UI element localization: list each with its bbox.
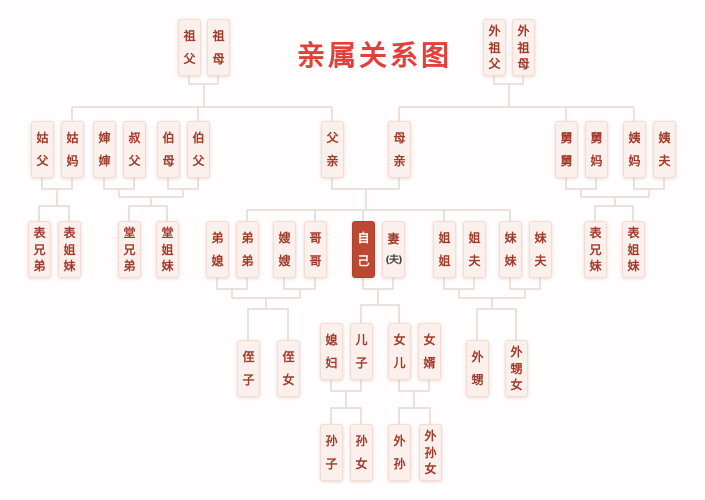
node-waizumu: 外祖母 xyxy=(512,19,535,76)
node-shenshen: 婶婶 xyxy=(93,121,116,178)
node-shufu: 叔父 xyxy=(123,121,146,178)
node-saosao: 嫂嫂 xyxy=(273,221,296,278)
node-sunzi: 孙子 xyxy=(320,424,343,481)
node-gege: 哥哥 xyxy=(304,221,327,278)
node-biaoxiongdi-left: 表兄弟 xyxy=(28,221,51,278)
node-zumu: 祖母 xyxy=(207,19,230,76)
node-ziji: 自己 xyxy=(352,221,375,278)
node-biaojiemei-right: 表姐妹 xyxy=(622,221,645,278)
node-yifu: 姨夫 xyxy=(653,121,676,178)
node-yima: 姨妈 xyxy=(623,121,646,178)
node-qifu: 妻(夫) xyxy=(382,221,405,278)
node-biaoxiongmei-right: 表兄妹 xyxy=(584,221,607,278)
node-waisun: 外孙 xyxy=(388,424,411,481)
node-muqin: 母亲 xyxy=(388,121,411,178)
node-meimei: 妹妹 xyxy=(499,221,522,278)
node-waisheng: 外甥 xyxy=(466,340,489,397)
node-nver: 女儿 xyxy=(388,323,411,380)
node-zhizi: 侄子 xyxy=(237,340,260,397)
node-dixi: 弟媳 xyxy=(206,221,229,278)
node-sunnv: 孙女 xyxy=(350,424,373,481)
node-tangjiemei: 堂姐妹 xyxy=(156,221,179,278)
node-jiuma: 舅妈 xyxy=(585,121,608,178)
node-guma: 姑妈 xyxy=(61,121,84,178)
node-erzi: 儿子 xyxy=(350,323,373,380)
node-waishengnv: 外甥女 xyxy=(505,340,528,397)
node-jiejie: 姐姐 xyxy=(433,221,456,278)
node-fuqin: 父亲 xyxy=(321,121,344,178)
node-zhinv: 侄女 xyxy=(277,340,300,397)
node-xifu: 媳妇 xyxy=(320,323,343,380)
node-bomu: 伯母 xyxy=(157,121,180,178)
node-bofu: 伯父 xyxy=(187,121,210,178)
node-jiefu: 姐夫 xyxy=(463,221,486,278)
node-didi: 弟弟 xyxy=(236,221,259,278)
diagram-title: 亲属关系图 xyxy=(297,39,453,72)
node-waizufu: 外祖父 xyxy=(483,19,506,76)
node-waisunnv: 外孙女 xyxy=(419,424,442,481)
node-jiujiu: 舅舅 xyxy=(555,121,578,178)
node-meifu: 妹夫 xyxy=(529,221,552,278)
node-nvxu: 女婿 xyxy=(418,323,441,380)
node-gufu: 姑父 xyxy=(31,121,54,178)
node-biaojiemei-left: 表姐妹 xyxy=(58,221,81,278)
node-zufu: 祖父 xyxy=(178,19,201,76)
node-tangxiongdi: 堂兄弟 xyxy=(118,221,141,278)
